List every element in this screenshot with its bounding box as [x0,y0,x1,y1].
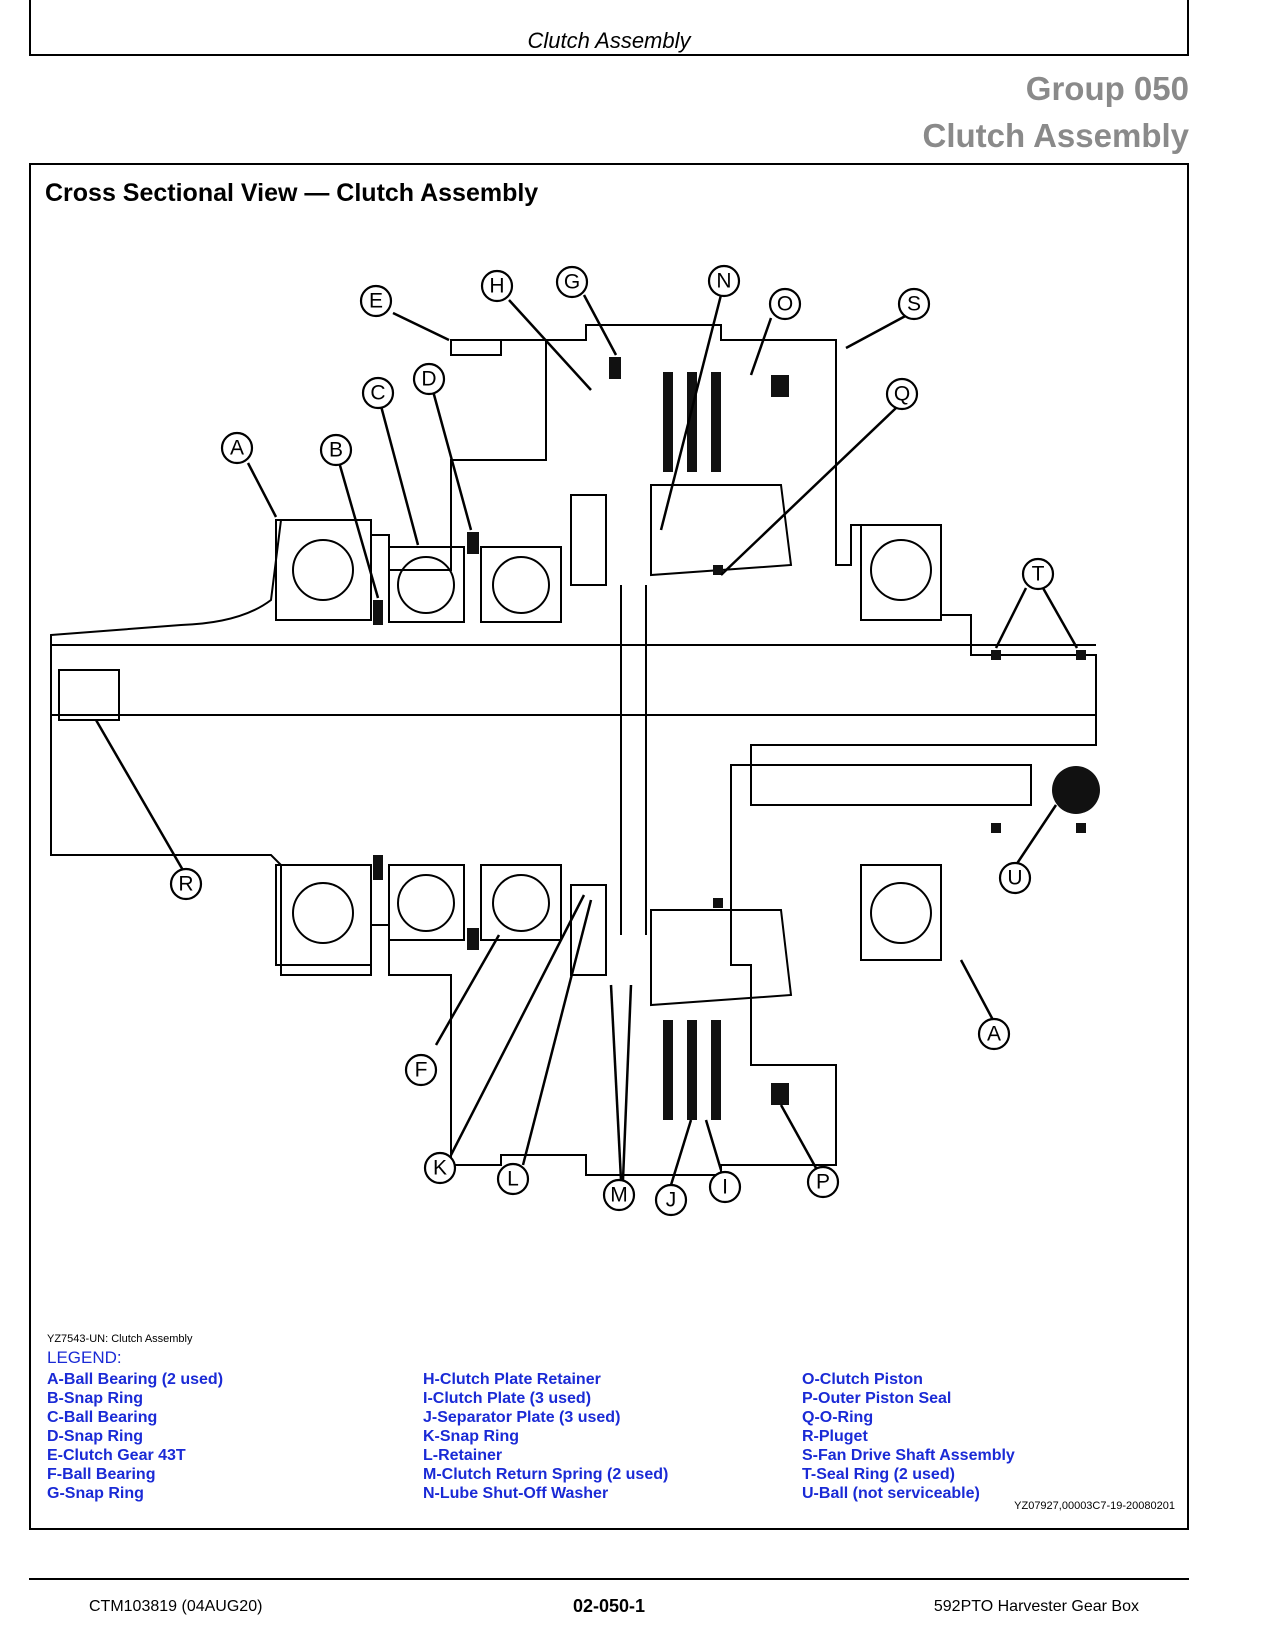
callout-U: U [998,861,1032,895]
legend-column-1: A-Ball Bearing (2 used) B-Snap Ring C-Ba… [47,1370,223,1503]
callout-L: L [496,1162,530,1196]
legend-item: U-Ball (not serviceable) [802,1485,980,1502]
callout-C-text: C [370,382,385,405]
callout-S-text: S [907,293,921,316]
callout-F-text: F [415,1059,428,1082]
figure-frame: Cross Sectional View — Clutch Assembly [29,163,1189,1530]
legend-item: A-Ball Bearing (2 used) [47,1371,224,1388]
callout-N-text: N [716,270,731,293]
callout-O-text: O [777,293,793,316]
callout-J-text: J [666,1189,677,1212]
callout-F: F [404,1053,438,1087]
legend-column-2: H-Clutch Plate Retainer I-Clutch Plate (… [423,1370,668,1503]
callout-L-text: L [507,1168,519,1191]
legend-item: K-Snap Ring [423,1428,519,1445]
callout-K: K [423,1151,457,1185]
callout-E: E [359,284,393,318]
callout-A-upper: A [220,431,254,465]
legend-item: G-Snap Ring [47,1485,144,1502]
callout-N: N [707,264,741,298]
callout-T: T [1021,557,1055,591]
legend-item: S-Fan Drive Shaft Assembly [802,1447,1015,1464]
clutch-cross-section-diagram: A B C D E F G H I J K L M N O P Q R S T … [50,264,1100,1217]
legend-item: N-Lube Shut-Off Washer [423,1485,609,1502]
callout-A-lower-text: A [987,1023,1001,1046]
callout-M: M [602,1178,636,1212]
legend-item: B-Snap Ring [47,1390,143,1407]
callout-A-lower: A [977,1017,1011,1051]
callout-K-text: K [433,1157,447,1180]
callout-O: O [768,287,802,321]
legend-column-3: O-Clutch Piston P-Outer Piston Seal Q-O-… [802,1370,1015,1503]
legend-item: O-Clutch Piston [802,1371,923,1388]
callout-E-text: E [369,290,383,313]
legend-item: Q-O-Ring [802,1409,874,1426]
callout-A-text: A [230,437,244,460]
legend-item: H-Clutch Plate Retainer [423,1371,601,1388]
legend-item: D-Snap Ring [47,1428,143,1445]
callout-B: B [319,433,353,467]
callout-G-text: G [564,271,580,294]
callout-Q: Q [885,377,919,411]
legend-item: I-Clutch Plate (3 used) [423,1390,592,1407]
footer-document-number: CTM103819 (04AUG20) [89,1598,263,1615]
legend-item: T-Seal Ring (2 used) [802,1466,955,1483]
callout-H-text: H [489,275,504,298]
legend-item: F-Ball Bearing [47,1466,156,1483]
callout-I: I [708,1170,742,1204]
callout-D: D [412,362,446,396]
legend-item: E-Clutch Gear 43T [47,1447,186,1464]
page-header-box: Clutch Assembly [29,0,1189,56]
footer-divider [29,1578,1189,1580]
callout-B-text: B [329,439,343,462]
callout-P-text: P [816,1171,830,1194]
figure-caption: YZ7543-UN: Clutch Assembly [47,1333,193,1345]
callout-R: R [169,867,203,901]
legend-item: M-Clutch Return Spring (2 used) [423,1466,669,1483]
legend-item: J-Separator Plate (3 used) [423,1409,621,1426]
callout-I-text: I [722,1176,728,1199]
callout-T-text: T [1032,563,1045,586]
running-header-title: Clutch Assembly [527,28,691,53]
callout-labels: A B C D E F G H I J K L M N O P Q R S T … [169,264,1055,1217]
figure-title: Cross Sectional View — Clutch Assembly [45,179,539,207]
figure-id: YZ07927,00003C7-19-20080201 [1014,1500,1175,1512]
group-number: Group 050 [1025,70,1189,107]
legend-item: P-Outer Piston Seal [802,1390,952,1407]
callout-G: G [555,265,589,299]
legend-item: C-Ball Bearing [47,1409,158,1426]
legend-item: L-Retainer [423,1447,503,1464]
callout-R-text: R [178,873,193,896]
callout-S: S [897,287,931,321]
legend-item: R-Pluget [802,1428,868,1445]
callout-P: P [806,1165,840,1199]
callout-D-text: D [421,368,436,391]
callout-J: J [654,1183,688,1217]
footer-product-name: 592PTO Harvester Gear Box [933,1598,1139,1615]
callout-U-text: U [1007,867,1022,890]
footer-page-number: 02-050-1 [572,1596,646,1616]
callout-H: H [480,269,514,303]
callout-C: C [361,376,395,410]
section-title: Clutch Assembly [922,117,1189,154]
callout-M-text: M [610,1184,628,1207]
callout-Q-text: Q [894,383,910,406]
legend-heading: LEGEND: [47,1348,122,1367]
